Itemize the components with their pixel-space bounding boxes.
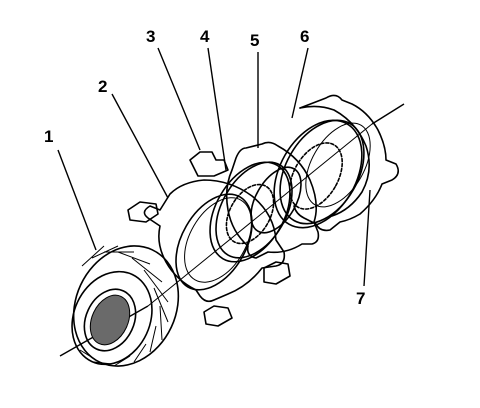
callout-4: 4 <box>200 27 210 46</box>
leader-6 <box>291 47 309 119</box>
callout-2: 2 <box>98 77 107 96</box>
part-2-pressure-plate <box>127 179 286 327</box>
part-5-steel-plate <box>225 141 320 259</box>
leader-2 <box>111 93 169 199</box>
part-1-side-gear <box>71 245 180 367</box>
callout-6: 6 <box>300 27 309 46</box>
callout-3: 3 <box>146 27 155 46</box>
leader-4 <box>207 47 227 171</box>
leader-1 <box>57 149 97 251</box>
leader-7 <box>363 189 371 287</box>
part-7-backing-plate <box>293 94 400 232</box>
callout-7: 7 <box>356 289 365 308</box>
leader-lines <box>57 47 371 287</box>
callout-5: 5 <box>250 31 259 50</box>
leader-3 <box>157 47 201 151</box>
callout-1: 1 <box>44 127 53 146</box>
